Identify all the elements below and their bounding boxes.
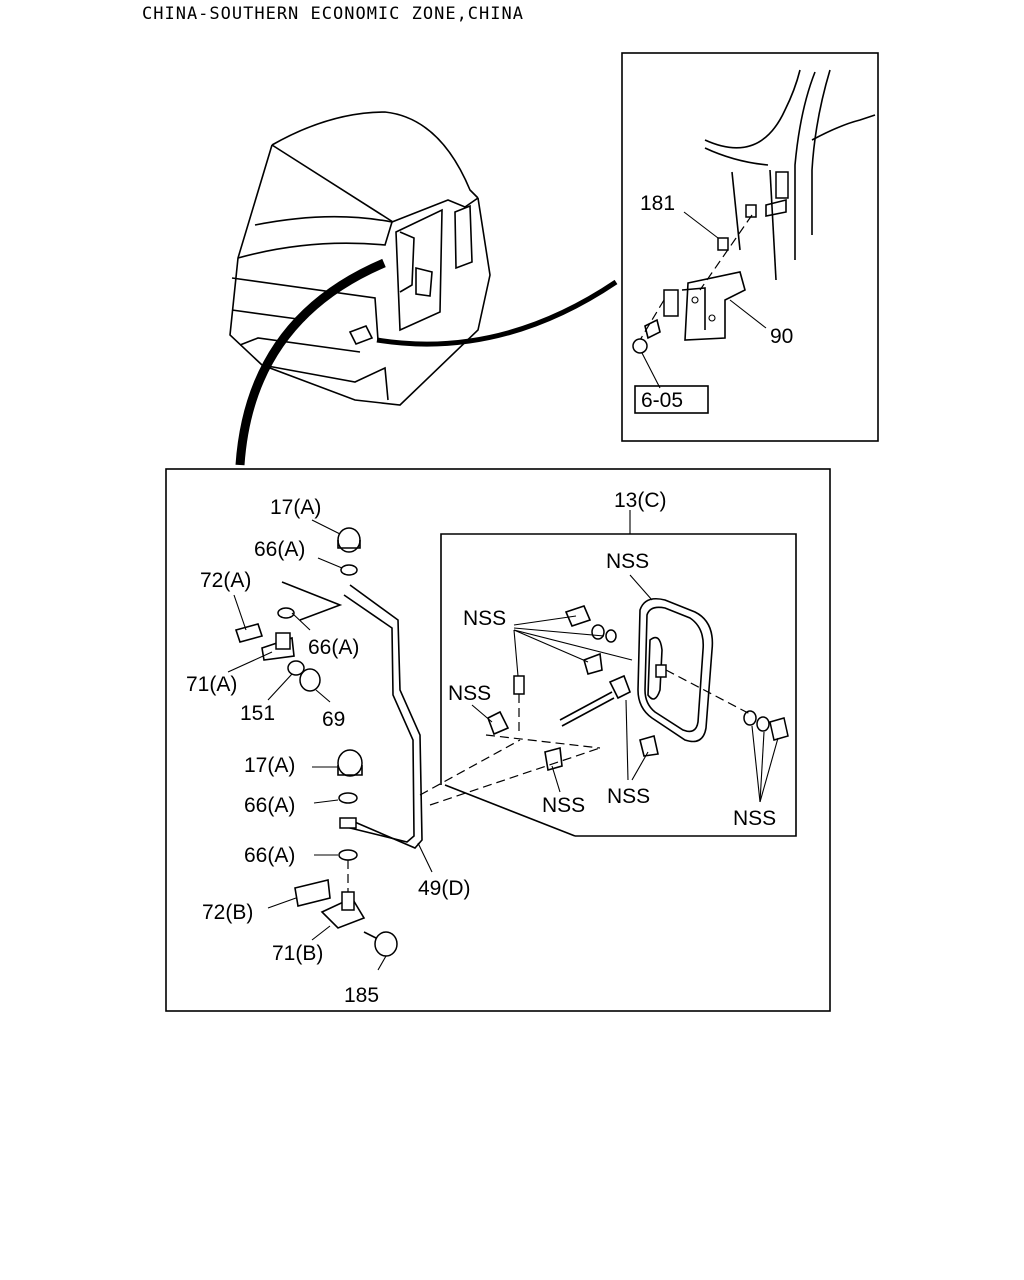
callout-181: 181	[640, 192, 675, 215]
leader-curve-to-detail	[376, 279, 618, 347]
main-box-frame	[165, 468, 831, 1012]
page-title: CHINA-SOUTHERN ECONOMIC ZONE,CHINA	[142, 4, 524, 24]
leader-curve-to-main	[235, 258, 386, 466]
callout-nss-top: NSS	[606, 550, 649, 573]
callout-nss-left: NSS	[448, 682, 491, 705]
callout-nss-bottom-right: NSS	[733, 807, 776, 830]
main-leader-lines	[227, 519, 433, 971]
callout-6-05-box	[634, 385, 709, 414]
callout-151: 151	[240, 702, 275, 725]
detail-box-frame	[621, 52, 879, 442]
callout-17a-top: 17(A)	[270, 496, 321, 519]
detail-leader-lines	[641, 211, 767, 389]
callout-66a-1: 66(A)	[254, 538, 305, 561]
nss-leader-lines	[471, 574, 779, 803]
callout-71a: 71(A)	[186, 673, 237, 696]
callout-nss-bottom-mid: NSS	[607, 785, 650, 808]
callout-66a-4: 66(A)	[244, 844, 295, 867]
callout-13c: 13(C)	[614, 489, 667, 512]
mirror-stay-rod	[343, 584, 601, 849]
callout-6-05: 6-05	[641, 389, 683, 412]
lower-mount-parts	[294, 749, 398, 957]
callout-185: 185	[344, 984, 379, 1007]
upper-mount-parts	[234, 527, 361, 692]
callout-nss-bottom-left: NSS	[542, 794, 585, 817]
callout-nss-bolt: NSS	[463, 607, 506, 630]
callout-17a-mid: 17(A)	[244, 754, 295, 777]
callout-72b: 72(B)	[202, 901, 253, 924]
mirror-assembly	[485, 597, 789, 772]
callout-66a-3: 66(A)	[244, 794, 295, 817]
callout-49d: 49(D)	[418, 877, 471, 900]
truck-cab-illustration	[229, 111, 491, 406]
callout-66a-2: 66(A)	[308, 636, 359, 659]
callout-69: 69	[322, 708, 345, 731]
callout-90: 90	[770, 325, 793, 348]
callout-72a: 72(A)	[200, 569, 251, 592]
detail-box-illustration	[632, 69, 876, 354]
mirror-box-frame	[440, 533, 797, 837]
callout-71b: 71(B)	[272, 942, 323, 965]
